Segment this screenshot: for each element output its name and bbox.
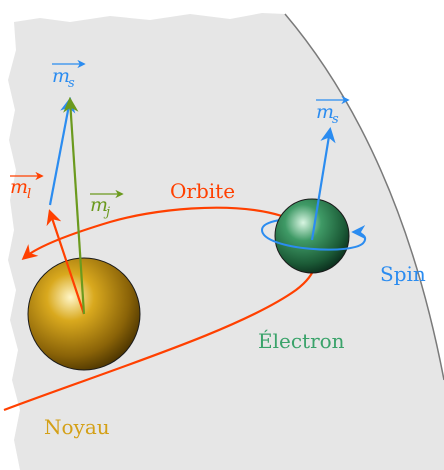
mj-subscript: j: [103, 205, 110, 220]
ms-electron-subscript: s: [332, 112, 339, 127]
orbit-label: Orbite: [170, 179, 235, 203]
ms-electron-label: m s: [316, 95, 350, 127]
orbital-moment-vector: [46, 209, 86, 315]
ml-symbol: m: [10, 176, 28, 198]
mj-symbol: m: [90, 194, 108, 216]
ml-label: m l: [10, 171, 44, 202]
panel-right-edge: [284, 13, 444, 381]
orbit-path: [21, 206, 283, 261]
mj-label: m j: [90, 189, 124, 220]
total-moment-vector: [63, 96, 86, 315]
spin-moment-vector: [48, 96, 76, 206]
spin-ring-front: [261, 225, 366, 251]
nucleus-label: Noyau: [44, 415, 110, 439]
ms-top-symbol: m: [52, 65, 70, 87]
spin-label: Spin: [380, 262, 426, 286]
electron-spin-vector: [310, 126, 336, 241]
ml-subscript: l: [27, 187, 31, 202]
electron-label: Électron: [258, 329, 345, 353]
ms-top-subscript: s: [68, 76, 75, 91]
ms-top-label: m s: [52, 59, 86, 91]
ms-electron-symbol: m: [316, 101, 334, 123]
